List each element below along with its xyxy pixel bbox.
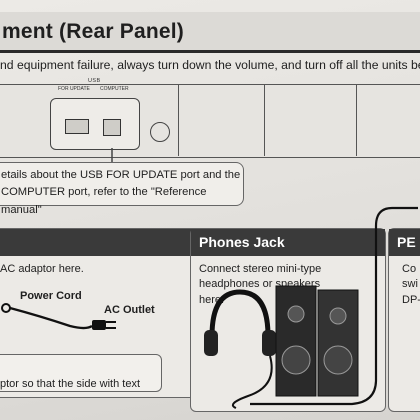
power-cord-icon	[1, 303, 116, 330]
pedal-text-line-2: swi	[402, 278, 418, 291]
title-bar	[0, 12, 420, 53]
intro-text: nd equipment failure, always turn down t…	[0, 58, 420, 72]
power-card-header	[0, 229, 213, 256]
pedal-text-line-3: DP-	[402, 293, 420, 306]
phones-text-line-1: Connect stereo mini-type	[199, 263, 322, 275]
pedal-text-line-1: Co	[402, 263, 417, 275]
power-note-text: ptor so that the side with text	[0, 378, 141, 390]
page-title: ment (Rear Panel)	[2, 20, 184, 43]
ac-outlet-label: AC Outlet	[104, 304, 155, 316]
usb-note-line-1: etails about the USB FOR UPDATE port and…	[1, 169, 241, 181]
usb-computer-port	[103, 119, 121, 136]
pedal-card: PE	[388, 228, 420, 412]
power-cord-label: Power Cord	[20, 290, 82, 302]
ac-outlet-pointer	[129, 316, 139, 326]
for-update-label: FOR UPDATE	[58, 86, 90, 92]
usb-note-line-2: COMPUTER port, refer to the "Reference m…	[1, 186, 207, 216]
usb-note-callout: etails about the USB FOR UPDATE port and…	[0, 162, 244, 216]
usb-port-block	[50, 98, 140, 150]
headphones-icon	[204, 289, 276, 409]
power-note-box	[0, 354, 162, 392]
panel-divider	[264, 84, 265, 156]
speakers-icon	[275, 285, 359, 397]
panel-knob	[150, 122, 170, 142]
usb-for-update-port	[65, 119, 89, 134]
power-card-text: AC adaptor here.	[0, 263, 84, 275]
pedal-card-header: PE	[389, 229, 420, 256]
phones-card-header: Phones Jack	[191, 229, 385, 256]
panel-divider	[356, 84, 357, 156]
panel-divider	[178, 84, 179, 156]
pedal-card-text: Co swi DP-	[402, 262, 420, 308]
usb-heading: USB	[88, 78, 101, 84]
computer-label: COMPUTER	[100, 86, 129, 92]
rear-cable	[250, 206, 418, 406]
